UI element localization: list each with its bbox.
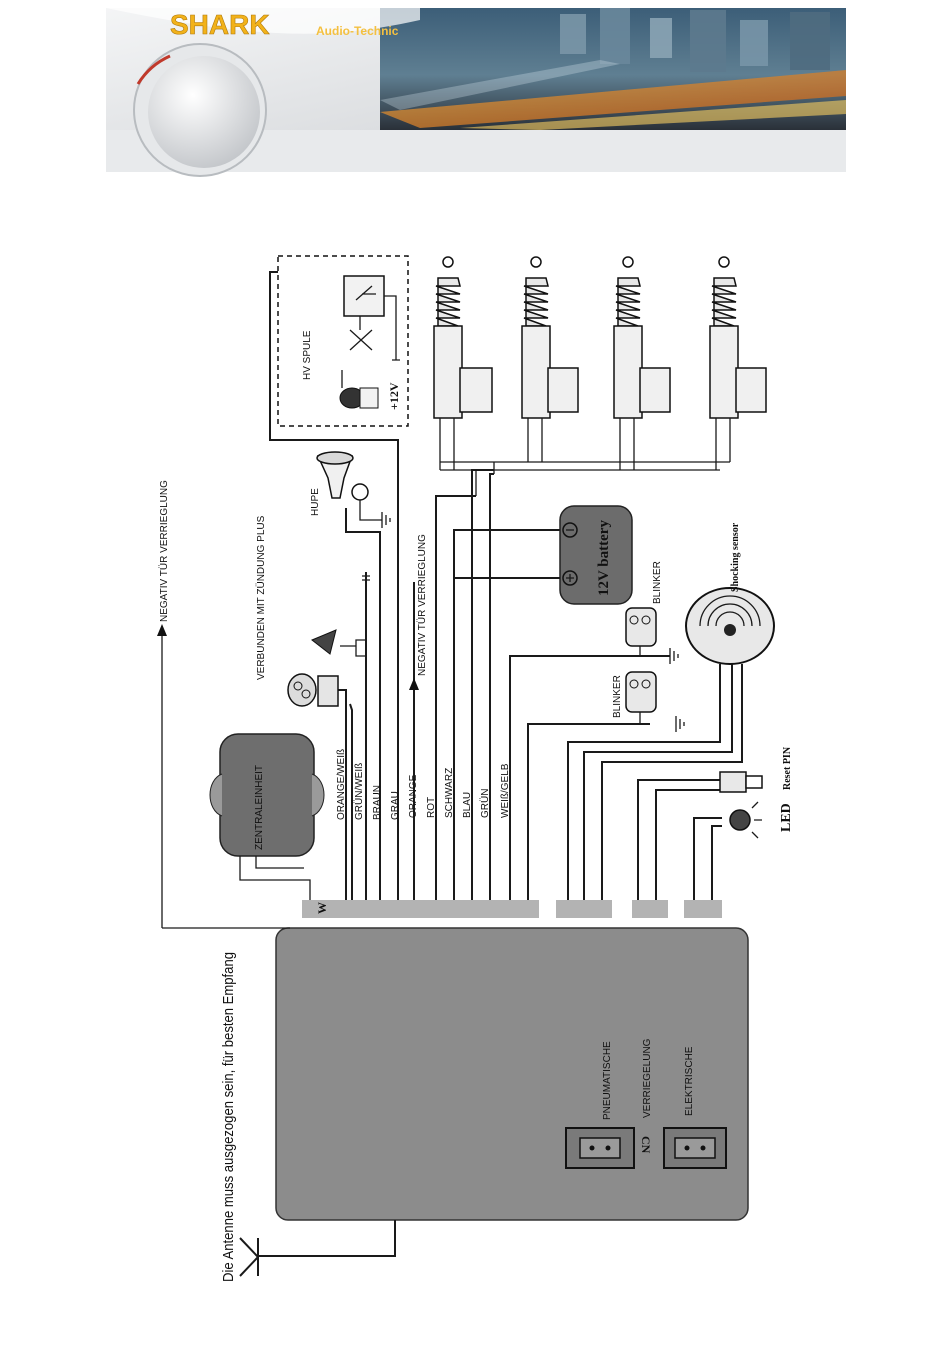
cn-connector-pneumatic: [565, 1127, 635, 1169]
ignition-relay: [287, 673, 339, 707]
key-switch: [311, 572, 370, 657]
wire-label: ORANGE: [408, 774, 419, 818]
door-actuator: [433, 256, 493, 470]
hupe-label: HUPE: [310, 488, 321, 516]
main-control-unit: CN PNEUMATISCHE VERRIEGELUNG ELEKTRISCHE: [275, 927, 749, 1221]
blinker-right-label: BLINKER: [652, 561, 663, 604]
w-marker: W: [315, 902, 329, 914]
hv-spule-box: [277, 255, 409, 427]
wire-labels: ORANGE/WEIß GRÜN/WEIß BRAUN GRAU ORANGE …: [336, 749, 511, 820]
blinker-left: [625, 671, 685, 732]
door-actuators: [433, 256, 767, 496]
label-elektrische: ELEKTRISCHE: [684, 1046, 695, 1116]
wire-label: GRAU: [390, 791, 401, 820]
wire-label: ROT: [426, 797, 437, 818]
wire-label: GRÜN/WEIß: [353, 763, 365, 820]
cn-connector-electric: [663, 1127, 727, 1169]
verbunden-label: VERBUNDEN MIT ZÜNDUNG PLUS: [255, 515, 267, 680]
label-verriegelung: VERRIEGELUNG: [642, 1038, 653, 1118]
door-actuator: [613, 256, 671, 470]
battery: [454, 505, 633, 605]
label-pneumatische: PNEUMATISCHE: [602, 1041, 613, 1120]
blinker-left-label: BLINKER: [612, 675, 623, 718]
city-lights: [380, 8, 846, 130]
brand-logo: SHARK: [170, 9, 270, 40]
reset-pin-label: Reset PIN: [782, 746, 793, 790]
reset-pin: [719, 771, 763, 793]
central-unit: [209, 733, 325, 900]
led-icon: [729, 801, 762, 839]
wire-label: GRÜN: [479, 789, 491, 818]
wire-label: WEIß/GELB: [500, 763, 511, 818]
horn: [316, 451, 391, 528]
shock-sensor: [685, 587, 775, 665]
wire-bundle: [157, 271, 743, 929]
battery-label: 12V battery: [596, 520, 612, 596]
door-actuator: [709, 256, 767, 470]
header-banner: SHARK Audio-Technic: [106, 8, 846, 177]
negativ-tuer-label-top: NEGATIV TÜR VERRIEGLUNG: [158, 480, 170, 622]
brand-subtitle: Audio-Technic: [316, 24, 399, 38]
blinker-right: [625, 607, 679, 664]
antenna-note: Die Antenne muss ausgezogen sein, für be…: [220, 952, 237, 1282]
zentraleinheit-label: ZENTRALEINHEIT: [254, 765, 265, 850]
plus-12v-label: +12V: [387, 382, 401, 410]
cn-label: CN: [639, 1136, 653, 1154]
wire-label: BLAU: [462, 792, 473, 818]
wire-label: ORANGE/WEIß: [336, 749, 347, 820]
led-label: LED: [779, 803, 794, 832]
door-actuator: [521, 256, 579, 462]
negativ-tuer-label-mid: NEGATIV TÜR VERRIEGLUNG: [416, 534, 428, 676]
wire-label: SCHWARZ: [444, 768, 455, 818]
harness-connectors: [302, 900, 722, 918]
wire-label: BRAUN: [372, 785, 383, 820]
hv-spule-label: HV SPULE: [302, 330, 313, 380]
shock-sensor-label: Shocking sensor: [730, 522, 741, 592]
knob-graphic: [133, 43, 267, 177]
antenna: [239, 1220, 396, 1277]
